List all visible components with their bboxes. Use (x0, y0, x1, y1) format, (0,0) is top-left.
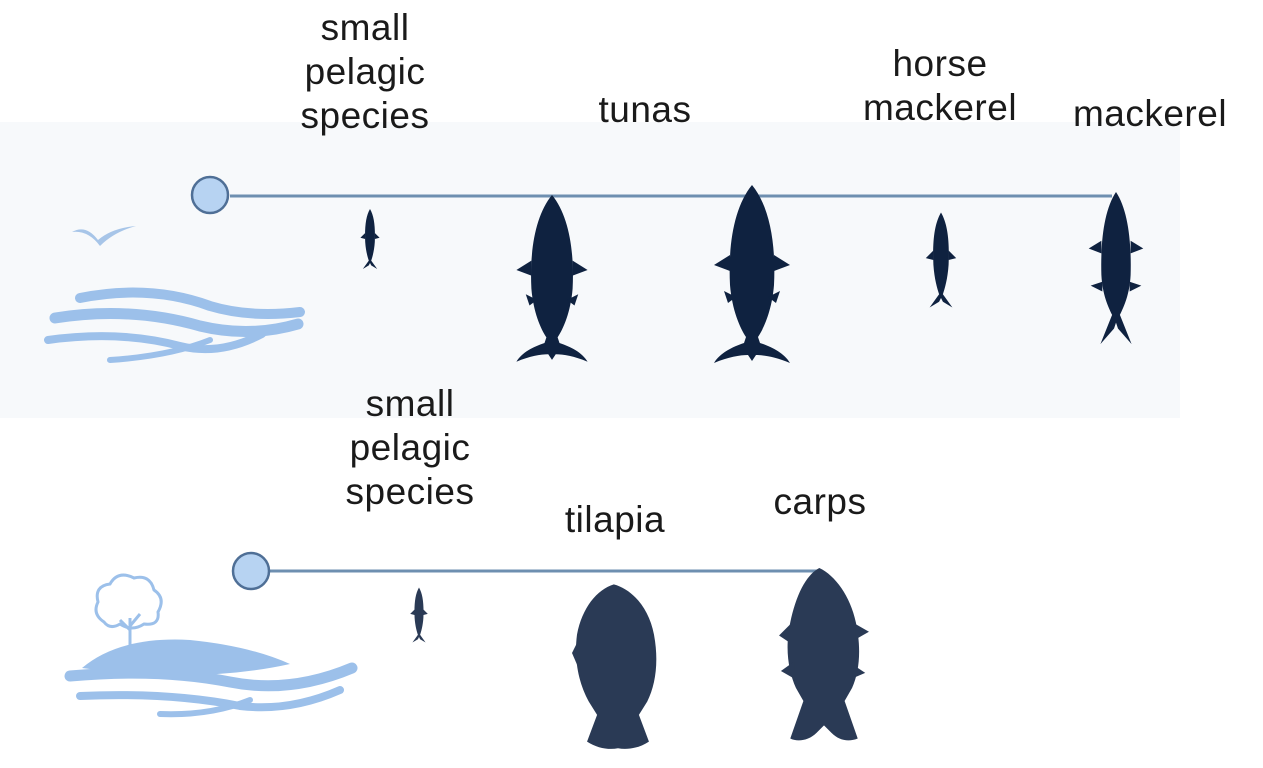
tree-icon (96, 575, 161, 652)
label-carps: carps (760, 480, 880, 524)
tuna-fish-icon-2 (714, 185, 790, 363)
label-small-pelagic-freshwater: small pelagic species (335, 382, 485, 514)
label-mackerel: mackerel (1055, 92, 1245, 136)
ocean-waves-icon (48, 293, 300, 360)
label-horse-mackerel: horse mackerel (850, 42, 1030, 130)
label-small-pelagic-marine: small pelagic species (290, 6, 440, 138)
horse-mackerel-fish-icon (926, 213, 956, 308)
label-tunas: tunas (580, 88, 710, 132)
tilapia-fish-icon (572, 584, 656, 749)
carp-fish-icon (779, 568, 869, 740)
seagull-icon (72, 226, 136, 246)
small-pelagic-fish-icon (410, 588, 428, 643)
marine-chain (48, 177, 1143, 363)
freshwater-float (233, 553, 269, 589)
freshwater-waves-icon (70, 668, 352, 714)
label-tilapia: tilapia (545, 498, 685, 542)
small-pelagic-fish-icon (360, 209, 379, 269)
freshwater-chain (70, 553, 869, 749)
marine-float (192, 177, 228, 213)
tuna-fish-icon (516, 195, 587, 362)
mackerel-fish-icon (1089, 192, 1144, 344)
